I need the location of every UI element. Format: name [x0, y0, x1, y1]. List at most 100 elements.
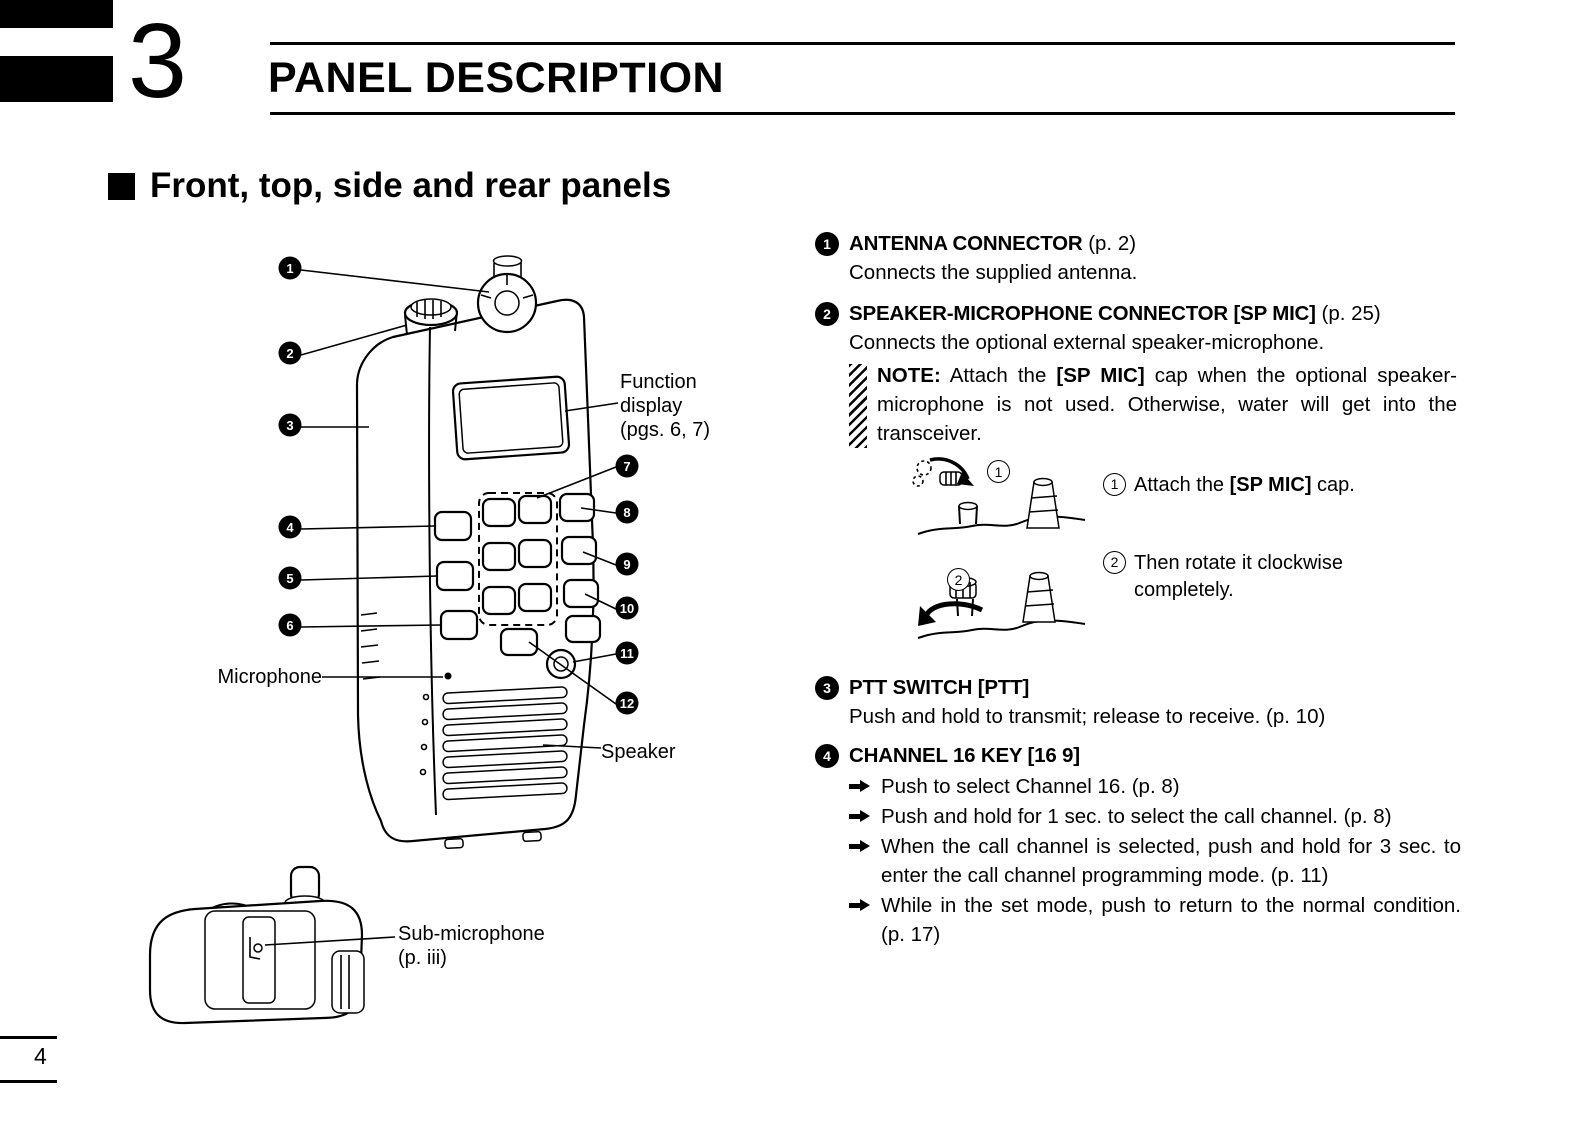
item-number-badge: 2: [815, 302, 839, 326]
callout-2: 2: [278, 324, 408, 365]
item-number-badge: 3: [815, 676, 839, 700]
radio-panel-diagram: 1 2 3 4 5 6 7: [148, 255, 639, 1025]
callout-4: 4: [278, 515, 436, 539]
callout-number: 9: [623, 557, 630, 572]
footer-rule-top: [0, 1036, 57, 1039]
item-title: SPEAKER-MICROPHONE CONNECTOR [SP MIC]: [849, 302, 1316, 325]
callout-10: 10: [584, 593, 639, 620]
title-rule-top: [270, 42, 1455, 45]
item-channel-16-key: 4 CHANNEL 16 KEY [16 9] Push to select C…: [815, 744, 1463, 950]
keypad-key: [481, 585, 517, 616]
item-heading: 3 PTT SWITCH [PTT]: [815, 676, 1463, 700]
caption-text: cap.: [1311, 474, 1355, 496]
callout-1: 1: [278, 256, 490, 293]
list-item: While in the set mode, push to return to…: [849, 891, 1461, 949]
speaker-leader: [542, 744, 602, 749]
callout-5: 5: [278, 566, 438, 590]
bullet-text: Push to select Channel 16. (p. 8): [881, 775, 1180, 798]
callout-number: 2: [286, 346, 293, 361]
section-heading: Front, top, side and rear panels: [108, 166, 671, 206]
chapter-tab-bar-top: [0, 0, 113, 28]
callout-11: 11: [572, 641, 639, 665]
keypad-dashed-outline: [478, 492, 558, 626]
step1-caption: 1 Attach the [SP MIC] cap.: [1103, 472, 1494, 499]
callout-number: 3: [286, 418, 293, 433]
callout-9: 9: [582, 551, 639, 576]
keypad-key: [564, 614, 602, 644]
antenna-connector: [476, 255, 538, 334]
page-number: 4: [34, 1043, 47, 1069]
callout-6: 6: [278, 613, 442, 637]
item-title: ANTENNA CONNECTOR: [849, 232, 1083, 255]
item-sp-mic-connector: 2 SPEAKER-MICROPHONE CONNECTOR [SP MIC] …: [815, 302, 1463, 448]
microphone-label: Microphone: [217, 666, 322, 688]
step-number-badge: 2: [947, 568, 970, 591]
callout-7: 7: [536, 454, 639, 499]
cap-attach-illustration: 1 2 1 Attach the [SP MIC] cap. 2 Then ro…: [815, 452, 1475, 664]
callout-number: 12: [620, 696, 634, 711]
callout-number: 1: [286, 261, 293, 276]
keypad-key: [481, 541, 517, 572]
step-number-badge: 2: [1103, 551, 1126, 574]
chapter-tab-bar: [0, 56, 113, 102]
sub-microphone-label: Sub-microphone (p. iii): [398, 923, 545, 969]
arrow-bullet-icon: [849, 810, 871, 823]
keypad-key: [517, 494, 553, 525]
note-text: cap when the optional speaker-microphone…: [877, 364, 1457, 445]
keypad-key: [439, 609, 479, 641]
note-block: NOTE: Attach the [SP MIC] cap when the o…: [849, 361, 1457, 448]
caption-text: Attach the: [1134, 474, 1230, 496]
list-item: Push and hold for 1 sec. to select the c…: [849, 802, 1461, 831]
item-title: PTT SWITCH [PTT]: [849, 676, 1030, 699]
page-reference: (p. 2): [1082, 232, 1137, 255]
callout-12: 12: [528, 641, 639, 715]
cap-attach-drawing: [912, 457, 1086, 639]
callout-number: 8: [623, 505, 630, 520]
item-body: Connects the optional external speaker-m…: [849, 331, 1325, 354]
bullet-text: When the call channel is selected, push …: [881, 835, 1461, 887]
item-antenna-connector: 1 ANTENNA CONNECTOR (p. 2) Connects the …: [815, 232, 1463, 287]
callout-8: 8: [580, 500, 639, 524]
callout-number: 4: [286, 520, 294, 535]
keypad-key: [517, 582, 553, 613]
rotate-cap-step2-drawing: [917, 571, 1086, 639]
note-text: Attach the: [940, 364, 1057, 387]
list-item: When the call channel is selected, push …: [849, 832, 1461, 890]
arrow-bullet-icon: [849, 840, 871, 853]
sub-microphone-leader: [264, 936, 396, 946]
arrow-bullet-icon: [849, 899, 871, 912]
title-rule-bottom: [270, 112, 1455, 115]
page-reference: (p. 25): [1315, 302, 1381, 325]
callout-number: 5: [286, 571, 293, 586]
item-body: Push and hold to transmit; release to re…: [849, 705, 1326, 728]
attach-cap-step1-drawing: [912, 457, 1086, 535]
arrow-bullet-icon: [849, 780, 871, 793]
callout-number: 11: [620, 646, 634, 661]
bullet-text: While in the set mode, push to return to…: [881, 894, 1461, 946]
hatch-stripe-icon: [849, 364, 867, 448]
keypad-key: [499, 627, 539, 657]
item-heading: 1 ANTENNA CONNECTOR (p. 2): [815, 232, 1463, 256]
step-number-badge: 1: [987, 460, 1010, 483]
keypad-key: [481, 497, 517, 528]
caption-bold-term: [SP MIC]: [1229, 474, 1312, 496]
note-bold-term: [SP MIC]: [1056, 364, 1145, 387]
speaker-grille: [442, 686, 568, 801]
note-label: NOTE:: [877, 364, 941, 387]
section-title: Front, top, side and rear panels: [150, 166, 672, 205]
item-title: CHANNEL 16 KEY [16 9]: [849, 744, 1080, 767]
function-display-label: Function display (pgs. 6, 7): [620, 371, 711, 441]
function-display: [451, 375, 571, 461]
function-display-leader: [564, 402, 619, 412]
keypad-key: [558, 492, 596, 523]
speaker-label: Speaker: [601, 741, 676, 763]
item-number-badge: 1: [815, 232, 839, 256]
callout-number: 10: [620, 601, 634, 616]
volume-knob: [403, 298, 459, 336]
bullet-text: Push and hold for 1 sec. to select the c…: [881, 805, 1392, 828]
microphone-hole: [444, 672, 452, 680]
section-marker-icon: [108, 172, 135, 200]
list-item: Push to select Channel 16. (p. 8): [849, 772, 1461, 801]
callout-number: 6: [286, 618, 293, 633]
